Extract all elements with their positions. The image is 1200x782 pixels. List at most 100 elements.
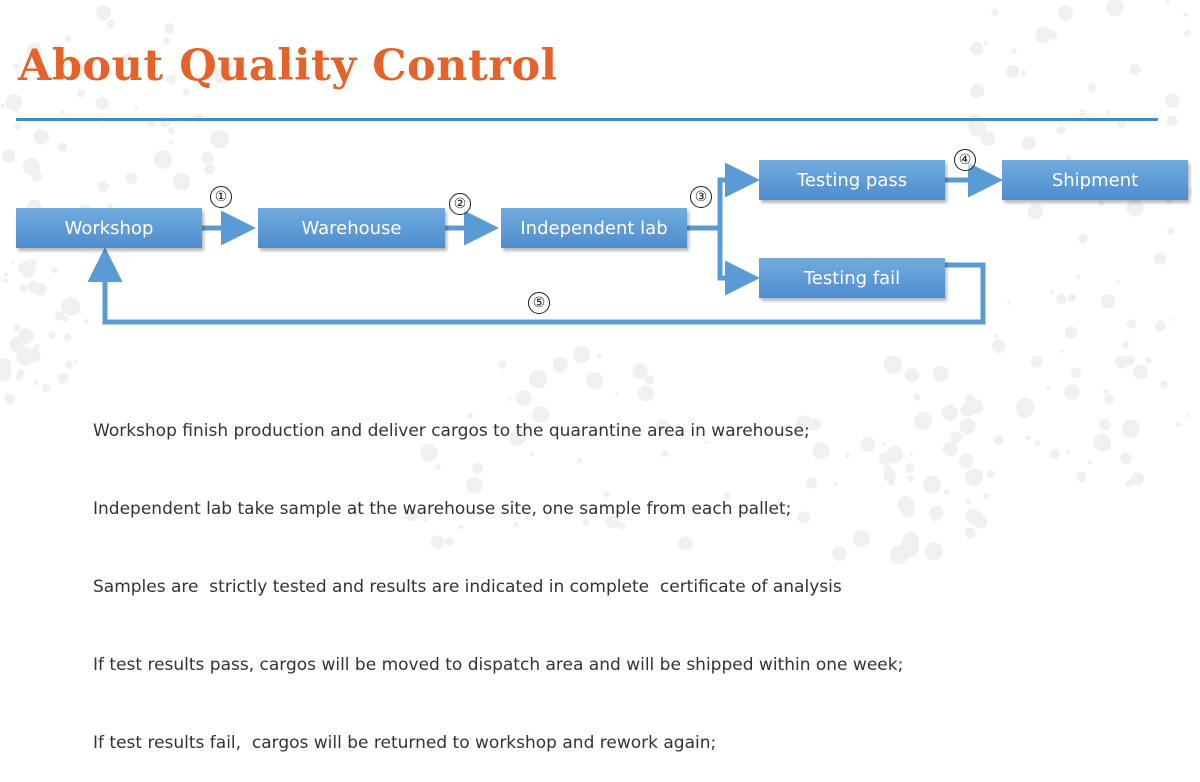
background-dot: [5, 94, 23, 111]
background-dot: [883, 469, 896, 482]
background-dot: [1016, 403, 1032, 419]
background-dot: [980, 131, 995, 146]
background-dot: [14, 122, 22, 130]
background-dot: [655, 419, 671, 434]
background-dot: [458, 524, 464, 530]
background-dot: [65, 360, 73, 369]
background-dot: [913, 394, 921, 401]
background-dot: [831, 546, 847, 561]
shipment-node: Shipment: [1002, 160, 1188, 200]
background-dot: [914, 411, 933, 430]
background-dot: [986, 470, 995, 478]
note-line: Samples are strictly tested and results …: [93, 577, 842, 597]
background-dot: [64, 36, 71, 43]
background-dot: [1130, 472, 1145, 486]
background-dot: [61, 297, 80, 316]
background-dot: [586, 372, 603, 390]
background-dot: [204, 163, 215, 175]
background-dot: [30, 347, 39, 356]
background-dot: [1006, 65, 1020, 78]
background-dot: [933, 365, 949, 382]
background-dot: [812, 442, 830, 460]
background-dot: [121, 53, 133, 65]
background-dot: [886, 446, 904, 464]
background-dot: [3, 278, 8, 284]
background-dot: [73, 359, 78, 364]
background-dot: [909, 452, 914, 456]
background-dot: [74, 64, 86, 76]
background-dot: [994, 435, 1004, 446]
background-dot: [75, 309, 81, 314]
background-dot: [57, 372, 69, 384]
step-1-label: ①: [210, 186, 232, 208]
background-dot: [1021, 136, 1036, 151]
background-dot: [1067, 293, 1076, 302]
background-dot: [1100, 293, 1116, 309]
background-dot: [1166, 115, 1178, 127]
background-dot: [57, 142, 67, 152]
background-dot: [509, 430, 526, 446]
background-dot: [958, 453, 974, 469]
page-title: About Quality Control: [18, 41, 558, 91]
background-dot: [1122, 340, 1130, 348]
background-dot: [19, 284, 28, 293]
background-dot: [27, 259, 37, 269]
background-dot: [532, 406, 550, 424]
background-dot: [1079, 109, 1086, 117]
background-dot: [51, 267, 58, 273]
background-dot: [1046, 385, 1051, 391]
process-notes: Workshop finish production and deliver c…: [93, 366, 903, 782]
background-dot: [942, 441, 958, 457]
background-dot: [1154, 252, 1167, 265]
testing-pass-node: Testing pass: [759, 160, 945, 200]
note-line: If test results pass, cargos will be mov…: [93, 655, 904, 675]
background-dot: [1115, 355, 1129, 369]
background-dot: [430, 535, 445, 550]
background-dot: [1087, 460, 1092, 465]
background-dot: [1155, 320, 1166, 332]
background-dot: [466, 477, 483, 494]
background-dot: [1065, 449, 1070, 455]
background-dot: [1165, 0, 1170, 5]
background-dot: [1076, 471, 1087, 483]
background-dot: [883, 355, 903, 374]
background-dot: [1187, 188, 1193, 195]
background-dot: [166, 74, 177, 85]
background-dot: [1183, 29, 1191, 37]
background-dot: [1159, 380, 1168, 389]
background-dot: [173, 173, 191, 191]
background-dot: [214, 66, 232, 84]
background-dot: [26, 42, 42, 58]
background-dot: [1070, 367, 1082, 379]
background-dot: [1121, 419, 1140, 438]
step-4-label: ④: [954, 149, 976, 171]
background-dot: [125, 172, 138, 185]
background-dot: [1093, 433, 1112, 452]
background-dot: [444, 537, 454, 547]
background-dot: [616, 521, 626, 530]
background-dot: [1104, 394, 1114, 405]
background-dot: [42, 384, 50, 393]
background-dot: [96, 5, 111, 21]
background-dot: [13, 324, 20, 332]
background-dot: [931, 515, 939, 522]
background-dot: [60, 110, 65, 114]
background-dot: [889, 545, 909, 565]
background-dot: [22, 157, 41, 176]
background-dot: [994, 333, 999, 339]
background-dot: [25, 75, 32, 81]
background-dot: [54, 311, 64, 321]
background-dot: [1049, 448, 1061, 460]
background-dot: [797, 511, 810, 524]
background-dot: [97, 180, 109, 193]
note-line: Independent lab take sample at the wareh…: [93, 499, 792, 519]
background-dot: [678, 536, 693, 551]
background-dot: [597, 353, 602, 358]
background-dot: [1087, 82, 1097, 93]
background-dot: [472, 462, 484, 474]
background-dot: [638, 385, 654, 402]
background-dot: [513, 522, 519, 528]
background-dot: [1117, 119, 1126, 129]
background-dot: [1007, 301, 1011, 305]
background-dot: [1077, 233, 1088, 244]
